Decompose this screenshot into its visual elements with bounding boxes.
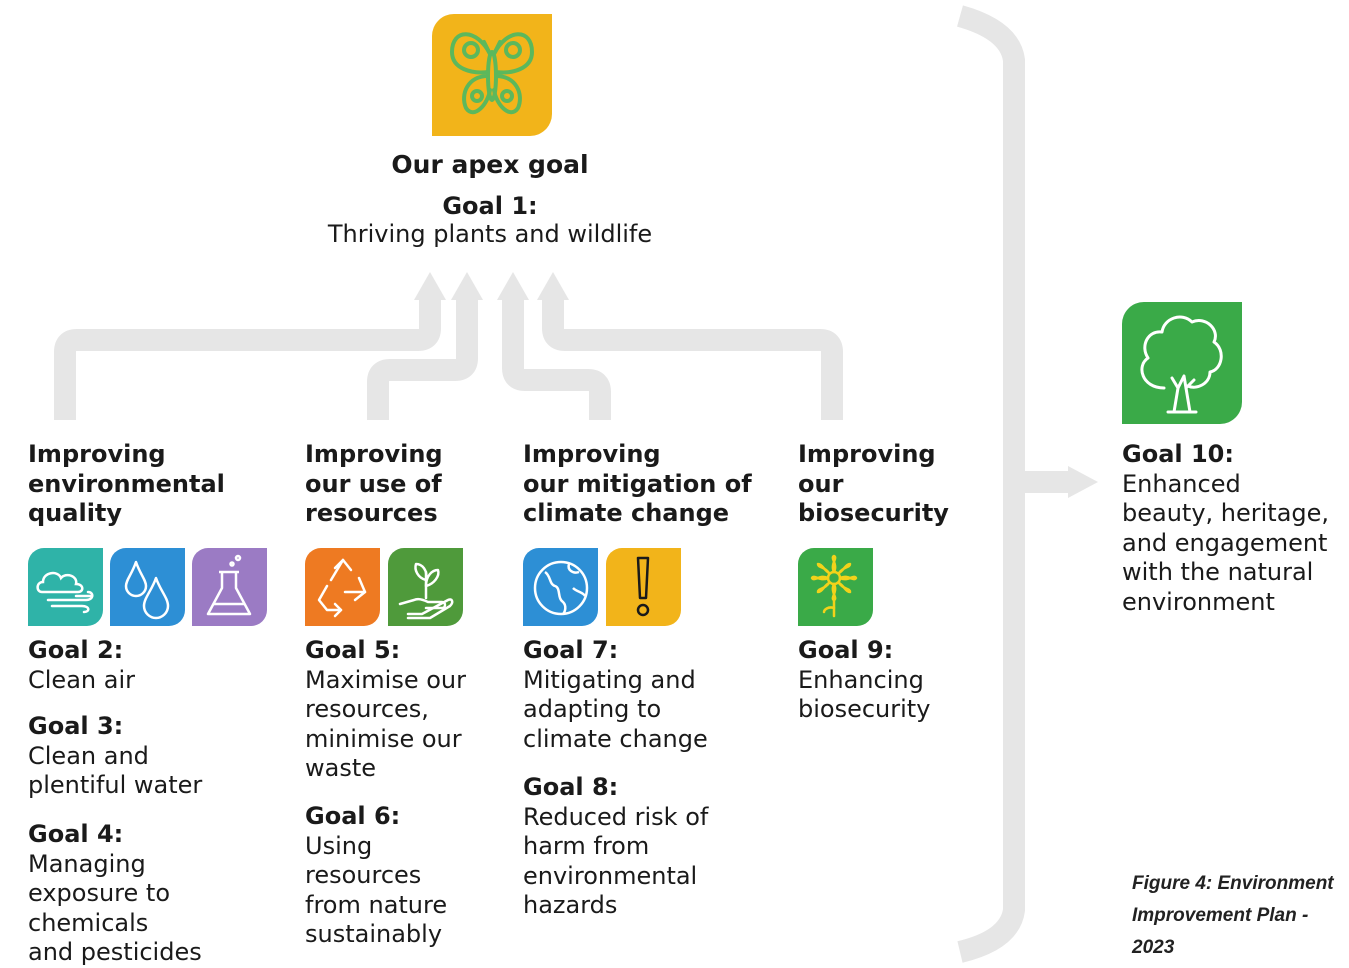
goal-1-number: Goal 1: xyxy=(442,192,538,220)
goal-1-text: Thriving plants and wildlife xyxy=(327,220,653,248)
column-heading-biosecurity: Improving our biosecurity xyxy=(798,440,949,527)
goal-3-text: Clean and plentiful water xyxy=(28,741,203,800)
water-drops-tile xyxy=(110,548,185,626)
goal-2-text: Clean air xyxy=(28,665,135,694)
goal-5-text: Maximise our resources, minimise our was… xyxy=(305,665,466,783)
goal-10-number: Goal 10: xyxy=(1122,440,1234,468)
goal-3: Goal 3: Clean and plentiful water xyxy=(28,712,202,801)
goal-9-text: Enhancing biosecurity xyxy=(798,665,931,724)
globe-tile xyxy=(523,548,598,626)
goal-5: Goal 5: Maximise our resources, minimise… xyxy=(305,636,466,784)
tree-icon xyxy=(1140,315,1223,414)
goal-6: Goal 6: Using resources from nature sust… xyxy=(305,802,447,950)
goal-9: Goal 9: Enhancing biosecurity xyxy=(798,636,930,725)
water-drops-icon xyxy=(124,560,170,620)
goal-2: Goal 2: Clean air xyxy=(28,636,135,695)
arrowhead-col2 xyxy=(451,272,483,300)
goal-3-number: Goal 3: xyxy=(28,712,124,740)
flower-tile xyxy=(798,548,873,626)
goal-4: Goal 4: Managing exposure to chemicals a… xyxy=(28,820,202,968)
globe-icon xyxy=(533,560,589,616)
exclamation-icon xyxy=(636,556,650,617)
arrowhead-goal10 xyxy=(1068,466,1098,498)
wind-cloud-tile xyxy=(28,548,103,626)
seedling-hand-icon xyxy=(398,562,454,620)
chemical-flask-icon xyxy=(206,554,252,616)
arrowhead-col1 xyxy=(414,272,446,300)
goal-6-number: Goal 6: xyxy=(305,802,401,830)
butterfly-icon xyxy=(450,32,534,115)
goal-7-number: Goal 7: xyxy=(523,636,619,664)
goal-8-number: Goal 8: xyxy=(523,773,619,801)
goal-6-text: Using resources from nature sustainably xyxy=(305,831,448,949)
connector-col4 xyxy=(542,300,843,420)
recycle-icon xyxy=(317,558,367,618)
connector-col2 xyxy=(367,300,478,420)
connector-col3 xyxy=(502,300,611,420)
figure-caption: Figure 4: Environment Improvement Plan -… xyxy=(1132,873,1334,958)
column-heading-climate-change: Improving our mitigation of climate chan… xyxy=(523,440,752,527)
goal-7: Goal 7: Mitigating and adapting to clima… xyxy=(523,636,708,754)
arrowhead-col3 xyxy=(497,272,529,300)
bracket xyxy=(956,5,1025,963)
flower-icon xyxy=(810,554,858,618)
wind-cloud-icon xyxy=(36,571,94,614)
goal-4-number: Goal 4: xyxy=(28,820,124,848)
seedling-hand-tile xyxy=(388,548,463,626)
goal-8-text: Reduced risk of harm from environmental … xyxy=(523,802,709,920)
goal-4-text: Managing exposure to chemicals and pesti… xyxy=(28,849,202,967)
apex-title: Our apex goal xyxy=(391,150,589,179)
goal-10: Goal 10: Enhanced beauty, heritage, and … xyxy=(1122,440,1329,617)
goal-5-number: Goal 5: xyxy=(305,636,401,664)
apex-goal-tile xyxy=(432,14,552,136)
goal-8: Goal 8: Reduced risk of harm from enviro… xyxy=(523,773,708,921)
column-heading-environmental-quality: Improving environmental quality xyxy=(28,440,225,527)
recycle-tile xyxy=(305,548,380,626)
tree-tile xyxy=(1122,302,1242,424)
goal-2-number: Goal 2: xyxy=(28,636,124,664)
goal-7-text: Mitigating and adapting to climate chang… xyxy=(523,665,708,753)
goal-9-number: Goal 9: xyxy=(798,636,894,664)
exclamation-tile xyxy=(606,548,681,626)
goal-10-text: Enhanced beauty, heritage, and engagemen… xyxy=(1122,469,1330,616)
chemical-flask-tile xyxy=(192,548,267,626)
connector-col1 xyxy=(54,300,441,420)
arrowhead-col4 xyxy=(537,272,569,300)
column-heading-resources: Improving our use of resources xyxy=(305,440,443,527)
